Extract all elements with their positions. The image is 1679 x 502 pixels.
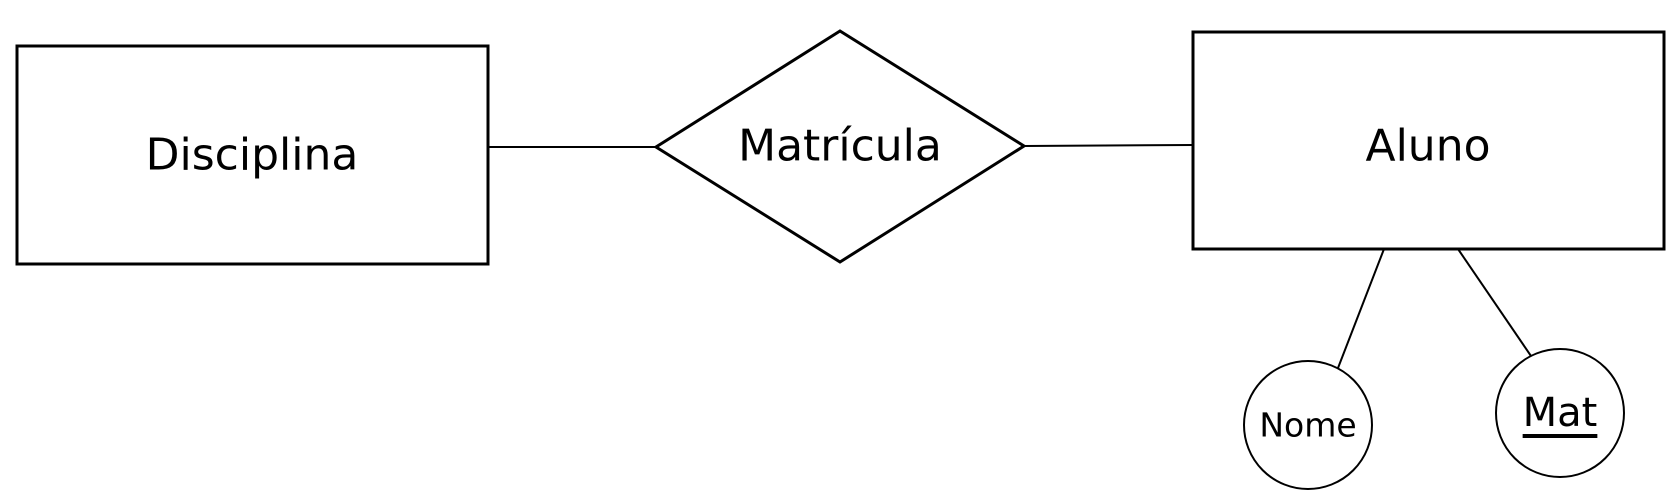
- relationship-matricula-diamond: [653, 29, 1027, 264]
- link-aluno-nome: [1337, 248, 1385, 369]
- relationship-matricula[interactable]: Matrícula: [653, 29, 1027, 264]
- entity-aluno[interactable]: Aluno: [1191, 30, 1666, 251]
- attribute-nome[interactable]: Nome: [1243, 360, 1373, 490]
- attribute-nome-ellipse: [1243, 360, 1373, 490]
- link-matricula-aluno: [1023, 144, 1194, 147]
- attribute-mat-ellipse: [1495, 348, 1625, 478]
- relationship-matricula-label: Matrícula: [738, 121, 942, 172]
- entity-disciplina[interactable]: Disciplina: [15, 44, 490, 266]
- attribute-nome-label: Nome: [1259, 406, 1356, 445]
- entity-aluno-box: [1191, 30, 1666, 251]
- entity-aluno-label: Aluno: [1365, 121, 1490, 172]
- attribute-mat[interactable]: Mat: [1495, 348, 1625, 478]
- entity-disciplina-label: Disciplina: [146, 130, 359, 181]
- link-aluno-mat: [1457, 248, 1532, 357]
- attribute-mat-label: Mat: [1523, 390, 1598, 436]
- entity-disciplina-box: [15, 44, 490, 266]
